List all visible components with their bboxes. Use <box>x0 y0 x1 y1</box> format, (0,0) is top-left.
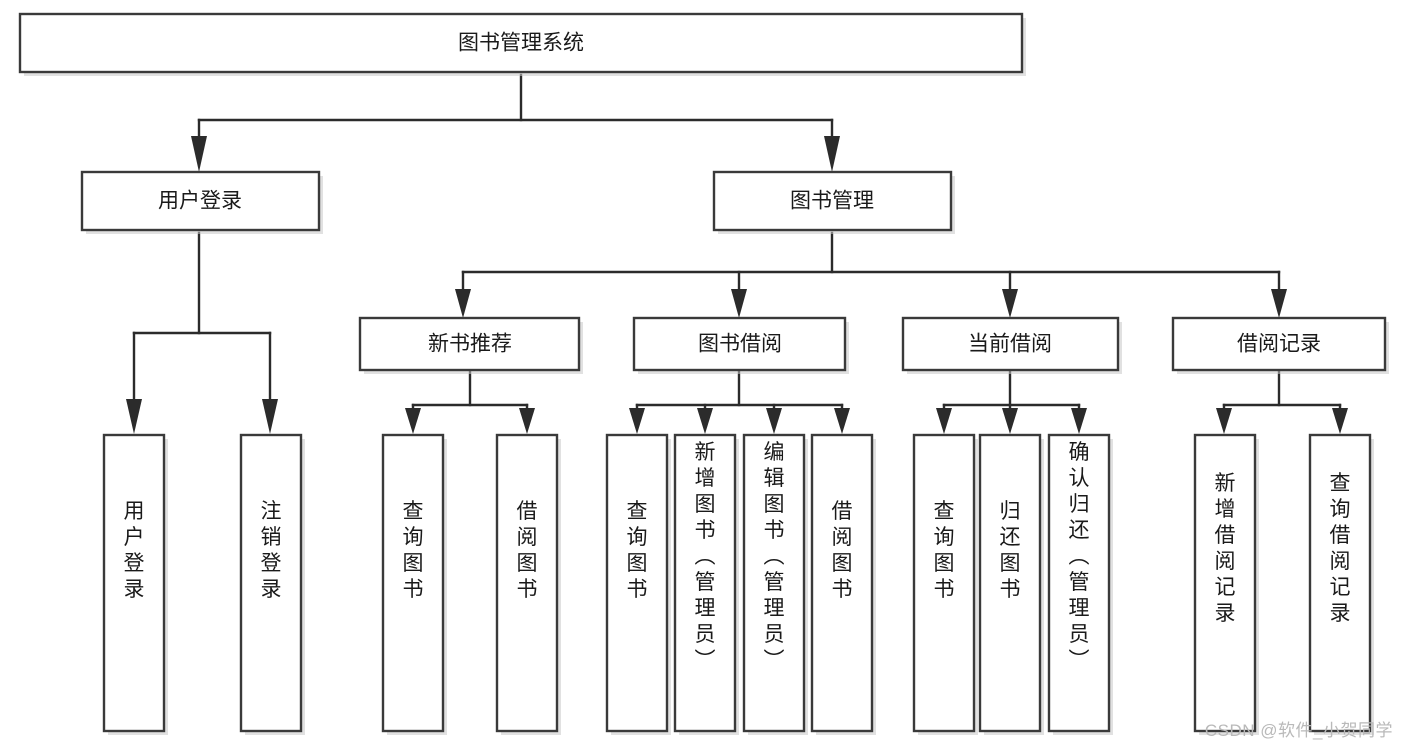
node-new-book-recommend-rect[interactable] <box>358 316 581 372</box>
node-leaf-edit-book[interactable]: 编辑图书︵管理员︶ <box>742 433 808 735</box>
node-leaf-query-book-3-rect[interactable] <box>912 433 976 733</box>
node-new-book-recommend-label: 新书推荐 <box>428 333 512 356</box>
arrow-head-user-login <box>191 136 207 172</box>
node-root-label: 图书管理系统 <box>458 32 584 55</box>
node-leaf-borrow-book-2[interactable]: 借阅图书 <box>810 433 876 735</box>
arrow-head-leaf-query-book-3 <box>936 408 952 434</box>
arrow-head-current-borrow <box>1002 289 1018 318</box>
arrow-head-leaf-edit-book <box>766 408 782 434</box>
node-leaf-return-book[interactable]: 归还图书 <box>978 433 1044 735</box>
node-leaf-query-book-3-label: 查询图书 <box>934 500 955 601</box>
node-leaf-add-book-label: 新增图书︵管理员︶ <box>695 441 716 672</box>
arrow-head-leaf-add-record <box>1216 408 1232 434</box>
node-leaf-user-login-label: 用户登录 <box>124 500 145 601</box>
node-book-borrow-label: 图书借阅 <box>698 333 782 356</box>
node-leaf-query-record[interactable]: 查询借阅记录 <box>1308 433 1374 735</box>
node-borrow-record[interactable]: 借阅记录 <box>1171 316 1389 374</box>
arrow-head-borrow-record <box>1271 289 1287 318</box>
node-book-borrow[interactable]: 图书借阅 <box>632 316 849 374</box>
node-user-login-label: 用户登录 <box>158 190 242 213</box>
arrow-head-leaf-user-logout <box>262 399 278 434</box>
node-borrow-record-label: 借阅记录 <box>1237 333 1321 356</box>
node-leaf-add-record-rect[interactable] <box>1193 433 1257 733</box>
arrow-head-book-borrow <box>731 289 747 318</box>
node-leaf-query-book-2-rect[interactable] <box>605 433 669 733</box>
node-leaf-query-book-3[interactable]: 查询图书 <box>912 433 978 735</box>
node-leaf-borrow-book-1-rect[interactable] <box>495 433 559 733</box>
arrow-head-leaf-return-book <box>1002 408 1018 434</box>
node-leaf-return-book-rect[interactable] <box>978 433 1042 733</box>
node-current-borrow-label: 当前借阅 <box>968 333 1052 356</box>
node-book-manage-rect[interactable] <box>712 170 953 232</box>
node-leaf-add-book[interactable]: 新增图书︵管理员︶ <box>673 433 739 735</box>
node-leaf-query-record-rect[interactable] <box>1308 433 1372 733</box>
watermark: CSDN @软件_小贺同学 <box>1204 721 1393 740</box>
node-leaf-edit-book-rect[interactable] <box>742 433 806 733</box>
arrow-head-leaf-add-book <box>697 408 713 434</box>
node-leaf-add-record-label: 新增借阅记录 <box>1215 472 1236 625</box>
node-leaf-return-book-label: 归还图书 <box>1000 500 1021 601</box>
arrow-head-leaf-query-record <box>1332 408 1348 434</box>
node-book-manage-label: 图书管理 <box>790 190 874 213</box>
node-leaf-borrow-book-2-rect[interactable] <box>810 433 874 733</box>
arrow-head-leaf-user-login <box>126 399 142 434</box>
arrow-head-leaf-query-book-1 <box>405 408 421 434</box>
node-leaf-borrow-book-2-label: 借阅图书 <box>832 500 853 601</box>
node-leaf-borrow-book-1-label: 借阅图书 <box>517 500 538 601</box>
node-leaf-borrow-book-1[interactable]: 借阅图书 <box>495 433 561 735</box>
arrow-head-leaf-confirm-return <box>1071 408 1087 434</box>
node-leaf-query-book-1-label: 查询图书 <box>403 500 424 601</box>
node-leaf-user-logout-rect[interactable] <box>239 433 303 733</box>
node-leaf-query-record-label: 查询借阅记录 <box>1330 472 1351 625</box>
node-leaf-query-book-2-label: 查询图书 <box>627 500 648 601</box>
node-new-book-recommend[interactable]: 新书推荐 <box>358 316 583 374</box>
node-root-rect[interactable] <box>18 12 1024 74</box>
node-leaf-edit-book-label: 编辑图书︵管理员︶ <box>764 441 785 672</box>
node-current-borrow-rect[interactable] <box>901 316 1120 372</box>
node-leaf-add-record[interactable]: 新增借阅记录 <box>1193 433 1259 735</box>
node-leaf-confirm-return-label: 确认归还︵管理员︶ <box>1069 441 1090 672</box>
arrow-head-new-book-recommend <box>455 289 471 318</box>
arrow-head-leaf-borrow-book-1 <box>519 408 535 434</box>
node-user-login[interactable]: 用户登录 <box>80 170 323 234</box>
node-leaf-confirm-return[interactable]: 确认归还︵管理员︶ <box>1047 433 1113 735</box>
node-book-manage[interactable]: 图书管理 <box>712 170 955 234</box>
node-leaf-confirm-return-rect[interactable] <box>1047 433 1111 733</box>
connector-group <box>126 73 1348 434</box>
node-leaf-user-login[interactable]: 用户登录 <box>102 433 168 735</box>
node-leaf-user-login-rect[interactable] <box>102 433 166 733</box>
arrow-head-leaf-query-book-2 <box>629 408 645 434</box>
node-book-borrow-rect[interactable] <box>632 316 847 372</box>
node-leaf-query-book-2[interactable]: 查询图书 <box>605 433 671 735</box>
node-leaf-query-book-1[interactable]: 查询图书 <box>381 433 447 735</box>
arrow-head-book-manage <box>824 136 840 172</box>
node-root[interactable]: 图书管理系统 <box>18 12 1026 76</box>
arrow-head-leaf-borrow-book-2 <box>834 408 850 434</box>
node-user-login-rect[interactable] <box>80 170 321 232</box>
node-leaf-user-logout[interactable]: 注销登录 <box>239 433 305 735</box>
node-borrow-record-rect[interactable] <box>1171 316 1387 372</box>
node-current-borrow[interactable]: 当前借阅 <box>901 316 1122 374</box>
node-leaf-query-book-1-rect[interactable] <box>381 433 445 733</box>
node-leaf-user-logout-label: 注销登录 <box>261 500 282 601</box>
node-leaf-add-book-rect[interactable] <box>673 433 737 733</box>
